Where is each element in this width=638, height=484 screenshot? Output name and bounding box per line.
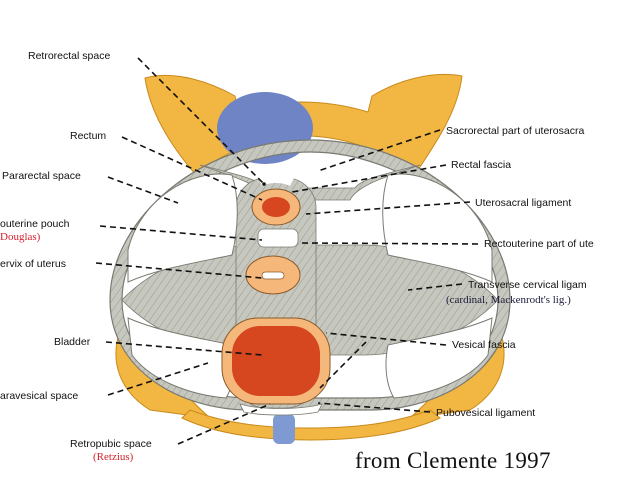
leader-transverse-cervical	[407, 283, 463, 291]
leader-pubovesical	[317, 402, 431, 413]
label-retropubic-space: Retropubic space	[70, 438, 152, 450]
leader-vesical-fascia-2	[319, 341, 367, 389]
pubic-bone	[181, 409, 441, 441]
rectouterine-pouch	[257, 228, 299, 248]
label-transverse-cervical: Transverse cervical ligam	[468, 279, 587, 291]
leader-rectouterine-pouch	[99, 225, 263, 241]
label-retrorectal-space: Retrorectal space	[28, 50, 111, 62]
pubic-symphysis	[273, 414, 295, 444]
leader-end-dot	[262, 182, 266, 186]
bladder-interior	[232, 326, 320, 396]
label-sacrorectal: Sacrorectal part of uterosacra	[446, 125, 585, 137]
rectum-lumen	[262, 197, 290, 217]
source-credit: from Clemente 1997	[355, 448, 551, 473]
label-pubovesical: Pubovesical ligament	[436, 407, 536, 419]
retrorectal-space	[258, 173, 294, 186]
label-cardinal: (cardinal, Mackenrodt's lig.)	[446, 294, 571, 306]
label-rectum: Rectum	[70, 130, 107, 142]
leader-vesical-fascia	[325, 332, 447, 346]
cervical-canal	[261, 271, 285, 280]
paravesical-space-right	[385, 317, 493, 399]
label-paravesical-space: aravesical space	[0, 390, 79, 402]
leader-rectum	[121, 136, 263, 201]
leader-cervix	[95, 262, 263, 279]
label-bladder: Bladder	[54, 336, 91, 348]
leader-pararectal	[107, 176, 179, 204]
label-vesical-fascia: Vesical fascia	[452, 339, 516, 351]
leader-arrowheads	[262, 182, 266, 186]
retropubic-space	[239, 403, 323, 416]
leader-bladder	[105, 341, 263, 356]
label-pararectal-space: Pararectal space	[2, 170, 81, 182]
label-rectal-fascia: Rectal fascia	[451, 159, 512, 171]
leader-sacrorectal	[317, 129, 441, 172]
leader-paravesical	[107, 362, 209, 396]
label-cervix: ervix of uterus	[0, 258, 66, 270]
pararectal-space-right	[382, 173, 493, 283]
label-douglas: Douglas)	[0, 231, 41, 243]
label-retzius: (Retzius)	[93, 451, 134, 463]
pararectal-space-left	[127, 173, 238, 283]
label-rectouterine-part: Rectouterine part of ute	[484, 238, 594, 250]
leader-lines	[95, 57, 479, 445]
leader-rectal-fascia	[291, 164, 447, 193]
leader-uterosacral	[305, 201, 471, 215]
label-rectouterine-pouch: outerine pouch	[0, 218, 70, 230]
leader-retropubic	[177, 403, 271, 445]
label-uterosacral: Uterosacral ligament	[475, 197, 572, 209]
